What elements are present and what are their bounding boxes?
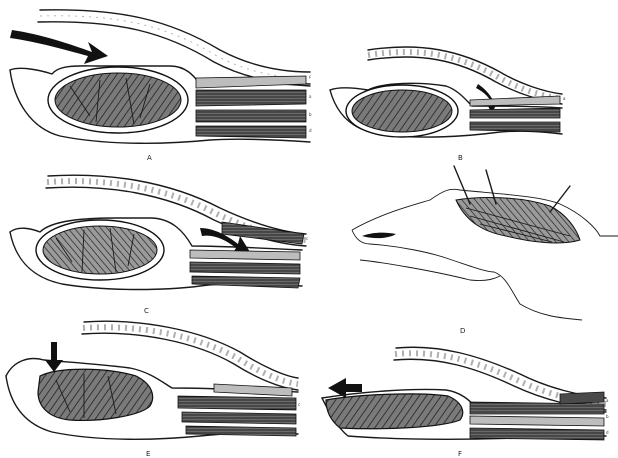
panel-d: D <box>352 166 618 335</box>
panel-a: c a b d A <box>10 10 312 162</box>
panel-label-a: A <box>147 154 152 162</box>
panel-e: c E <box>6 321 300 458</box>
down-arrow-icon <box>45 342 63 372</box>
mass <box>38 369 153 420</box>
label-c: a <box>563 96 566 101</box>
panel-label-c: C <box>144 307 149 315</box>
tendons <box>470 392 604 440</box>
curved-arrow-icon <box>10 30 108 64</box>
label-c: c <box>306 236 308 241</box>
label-d: d <box>309 128 312 133</box>
label-b: b <box>309 112 312 117</box>
panel-label-d: D <box>460 327 465 335</box>
panel-label-b: B <box>458 154 463 162</box>
panel-f: a b d F <box>322 347 609 458</box>
panel-label-f: F <box>458 450 462 458</box>
tendons <box>470 96 560 132</box>
label-c: c <box>298 402 300 407</box>
label-b: d <box>606 430 609 435</box>
panel-b: a B <box>330 47 566 162</box>
label-a: a <box>309 94 312 99</box>
label-c: a <box>606 398 609 403</box>
panel-c: c C <box>10 175 308 315</box>
tendons <box>178 384 296 436</box>
label-c: c <box>309 74 311 79</box>
incision <box>362 233 396 238</box>
panel-label-e: E <box>146 450 150 458</box>
label-a: b <box>606 414 609 419</box>
mass <box>326 394 463 429</box>
